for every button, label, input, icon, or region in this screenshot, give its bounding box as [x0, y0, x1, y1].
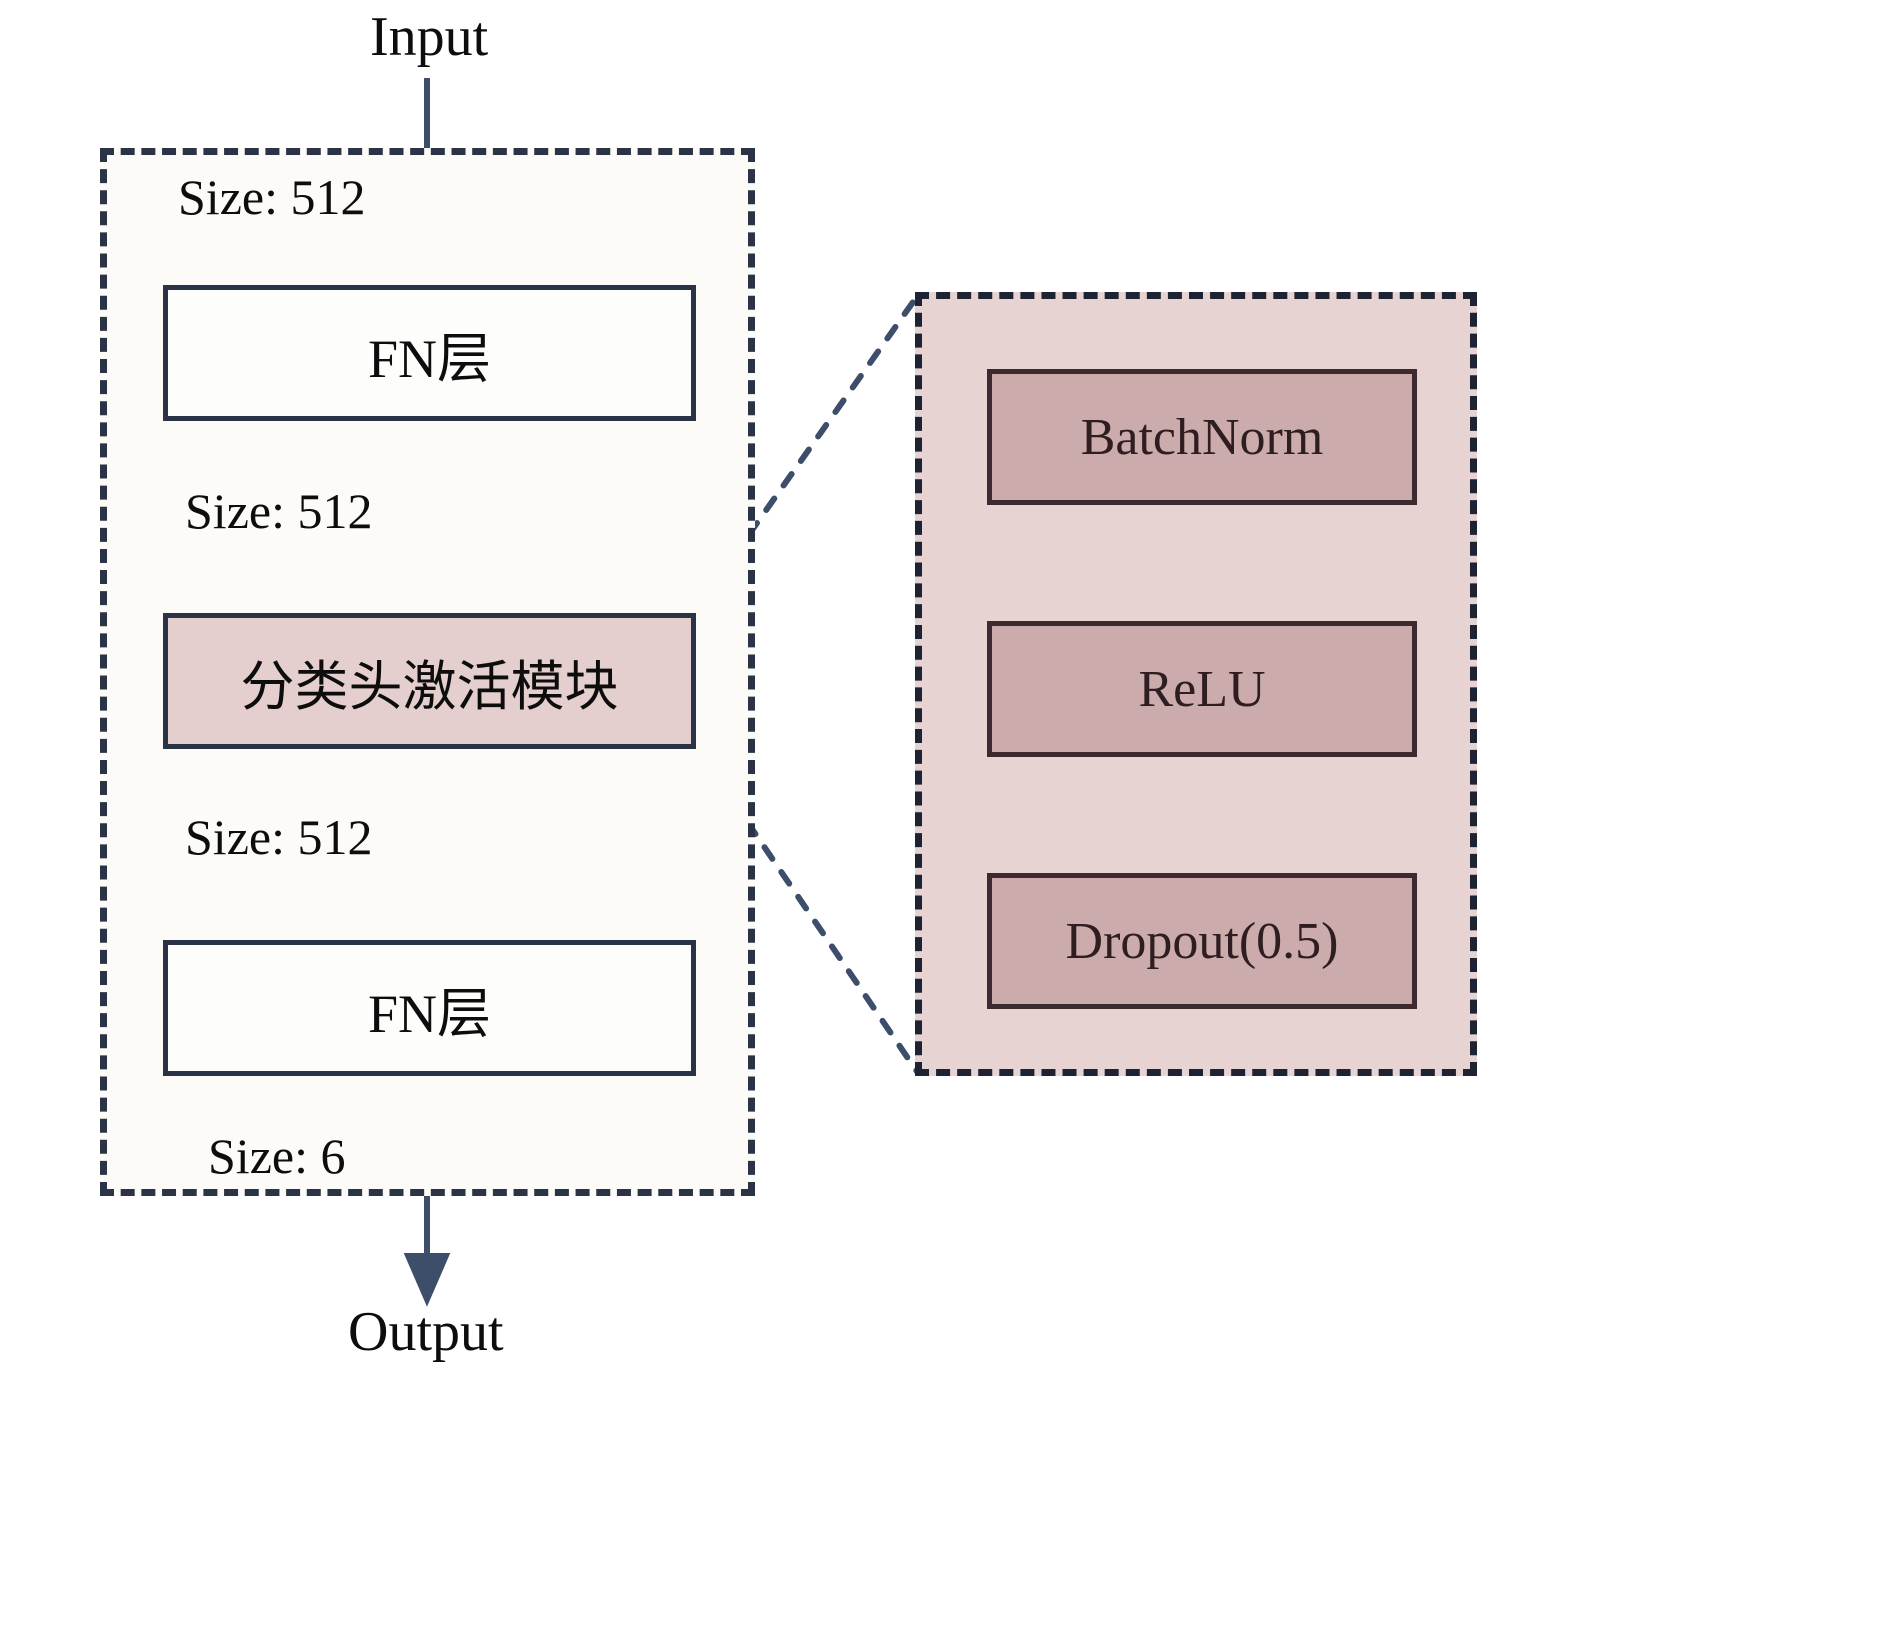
node-activation-module[interactable]: 分类头激活模块	[163, 613, 696, 749]
node-fn-layer-1[interactable]: FN层	[163, 285, 696, 421]
node-fn-layer-2-label: FN层	[367, 983, 492, 1044]
node-dropout[interactable]: Dropout(0.5)	[987, 873, 1417, 1009]
node-fn-layer-2[interactable]: FN层	[163, 940, 696, 1076]
node-activation-module-label: 分类头激活模块	[240, 656, 619, 717]
node-fn-layer-1-label: FN层	[367, 328, 492, 389]
edge-label-fn1-to-activation: Size: 512	[185, 483, 373, 539]
node-relu[interactable]: ReLU	[987, 621, 1417, 757]
node-relu-label: ReLU	[1138, 660, 1266, 718]
node-dropout-label: Dropout(0.5)	[1065, 912, 1339, 970]
edge-label-fn2-to-output: Size: 6	[208, 1128, 346, 1184]
edge-label-input-to-fn1: Size: 512	[178, 169, 366, 225]
output-label: Output	[348, 1301, 504, 1363]
node-batchnorm[interactable]: BatchNorm	[987, 369, 1417, 505]
input-label: Input	[370, 6, 489, 68]
edge-label-activation-to-fn2: Size: 512	[185, 809, 373, 865]
activation-detail-panel: BatchNorm ReLU Dropout(0.5)	[915, 292, 1477, 1076]
node-batchnorm-label: BatchNorm	[1080, 408, 1324, 466]
